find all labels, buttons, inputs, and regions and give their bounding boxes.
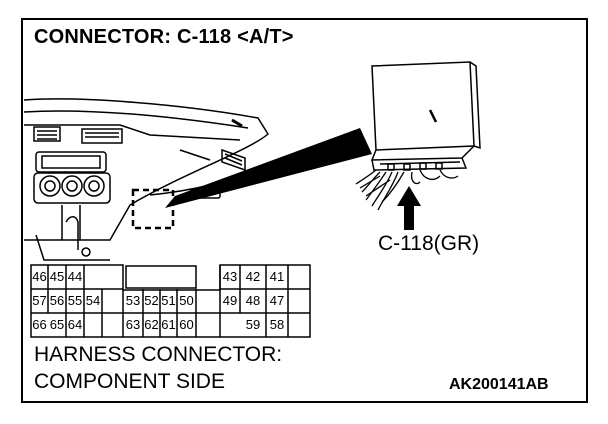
caption-line-2: COMPONENT SIDE: [34, 370, 225, 393]
pin-label: 65: [49, 317, 65, 332]
pin-label: 62: [144, 317, 159, 332]
pin-label: 45: [49, 269, 65, 284]
pin-label: 66: [32, 317, 47, 332]
pin-label: 44: [67, 269, 83, 284]
projection-wedge: [165, 128, 372, 208]
pin-label: 49: [222, 293, 238, 308]
pin-label: 54: [85, 293, 101, 308]
pin-label: 48: [245, 293, 261, 308]
control-unit: [370, 61, 481, 171]
caption-line-1: HARNESS CONNECTOR:: [34, 343, 283, 366]
connector-label: C-118(GR): [378, 232, 480, 255]
pin-label: 43: [222, 269, 238, 284]
pin-label: 47: [269, 293, 285, 308]
figure-code: AK200141AB: [449, 376, 549, 393]
wire-harness: [355, 169, 459, 211]
pin-label: 41: [269, 269, 285, 284]
pin-label: 63: [125, 317, 141, 332]
diagram-frame: [21, 18, 588, 403]
pin-label: 56: [49, 293, 65, 308]
pin-label: 51: [161, 293, 176, 308]
pin-label: 60: [179, 317, 194, 332]
pointer-arrow: [397, 186, 421, 230]
pin-label: 55: [67, 293, 83, 308]
pin-label: 59: [245, 317, 261, 332]
pin-label: 46: [32, 269, 47, 284]
pin-label: 50: [179, 293, 194, 308]
location-marker: [131, 188, 175, 230]
pin-label: 52: [144, 293, 159, 308]
pin-label: 61: [161, 317, 176, 332]
connector-face: [30, 264, 311, 338]
pin-label: 42: [245, 269, 261, 284]
pin-label: 53: [125, 293, 141, 308]
pin-label: 58: [269, 317, 285, 332]
diagram-title: CONNECTOR: C-118 <A/T>: [34, 26, 294, 48]
pin-label: 64: [67, 317, 83, 332]
pin-label: 57: [32, 293, 47, 308]
